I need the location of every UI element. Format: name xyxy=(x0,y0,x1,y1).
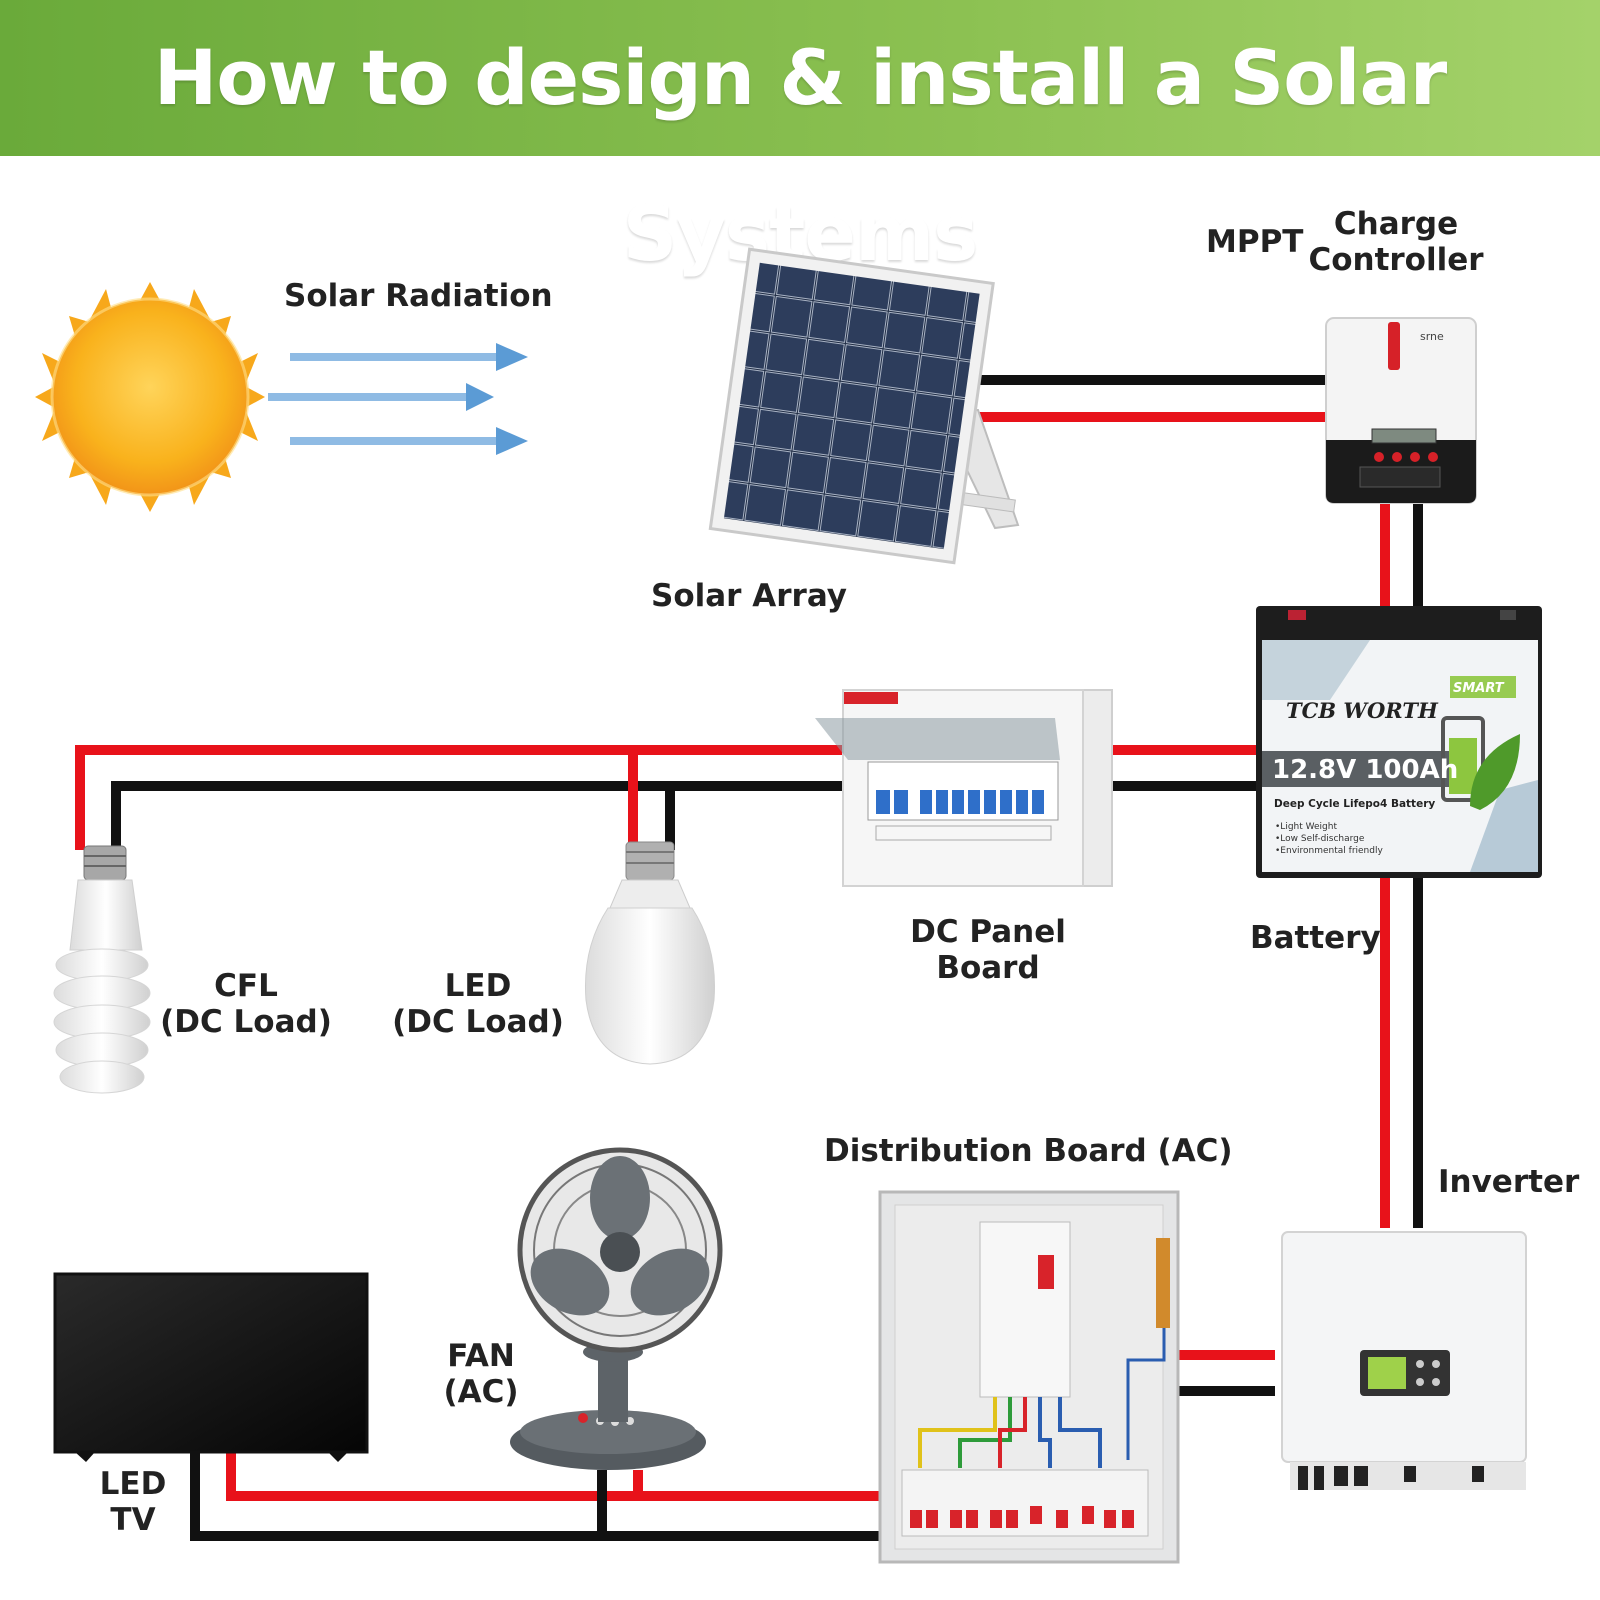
tv-label: LED TV xyxy=(88,1466,178,1538)
led-line2: (DC Load) xyxy=(392,1004,564,1040)
cfl-line1: CFL xyxy=(214,968,278,1004)
charge-controller-icon: srne xyxy=(1325,317,1477,504)
wiring xyxy=(75,375,1423,1541)
dc-panel-board-label: DC Panel Board xyxy=(888,914,1088,986)
radiation-arrows xyxy=(268,343,528,455)
battery-label: Battery xyxy=(1250,920,1381,956)
led-line1: LED xyxy=(444,968,512,1004)
inverter-label: Inverter xyxy=(1438,1164,1580,1200)
fan-line2: (AC) xyxy=(443,1374,519,1410)
battery-feature: •Light Weight xyxy=(1275,822,1337,832)
tv-line2: TV xyxy=(110,1502,156,1538)
battery-brand: TCB WORTH xyxy=(1286,698,1439,723)
battery-feature: •Low Self-discharge xyxy=(1275,834,1365,844)
battery-feature: •Environmental friendly xyxy=(1275,846,1383,856)
cfl-line2: (DC Load) xyxy=(160,1004,332,1040)
solar-radiation-label: Solar Radiation xyxy=(284,278,553,314)
cfl-bulb-icon xyxy=(53,845,151,1094)
led-tv-icon xyxy=(53,1272,369,1462)
controller-brand: srne xyxy=(1420,330,1444,343)
title-banner xyxy=(0,0,1600,156)
dc-panel-board-icon xyxy=(815,689,1113,887)
cfl-label: CFL (DC Load) xyxy=(146,968,346,1040)
charge-controller-line2: Controller xyxy=(1308,242,1484,278)
led-label: LED (DC Load) xyxy=(378,968,578,1040)
dc-panel-line1: DC Panel xyxy=(910,914,1066,950)
led-bulb-icon xyxy=(585,841,715,1065)
battery-spec: 12.8V 100Ah xyxy=(1272,755,1458,785)
fan-line1: FAN xyxy=(447,1338,515,1374)
page-title: How to design & install a Solar Systems xyxy=(153,33,1448,278)
distribution-board-label: Distribution Board (AC) xyxy=(824,1133,1233,1169)
solar-panel-icon xyxy=(708,247,1020,565)
inverter-icon xyxy=(1281,1231,1527,1490)
tv-line1: LED xyxy=(99,1466,167,1502)
solar-array-label: Solar Array xyxy=(651,578,847,614)
fan-icon xyxy=(510,1147,723,1470)
sun-icon xyxy=(35,282,265,512)
battery-icon: TCB WORTH SMART 12.8V 100Ah Deep Cycle L… xyxy=(1256,606,1542,878)
mppt-label: MPPT xyxy=(1206,224,1304,260)
charge-controller-line1: Charge xyxy=(1333,206,1459,242)
charge-controller-label: Charge Controller xyxy=(1306,206,1486,278)
dc-panel-line2: Board xyxy=(936,950,1040,986)
fan-label: FAN (AC) xyxy=(436,1338,526,1410)
distribution-board-icon xyxy=(878,1190,1180,1564)
battery-smart: SMART xyxy=(1453,681,1505,696)
battery-type: Deep Cycle Lifepo4 Battery xyxy=(1274,798,1435,810)
